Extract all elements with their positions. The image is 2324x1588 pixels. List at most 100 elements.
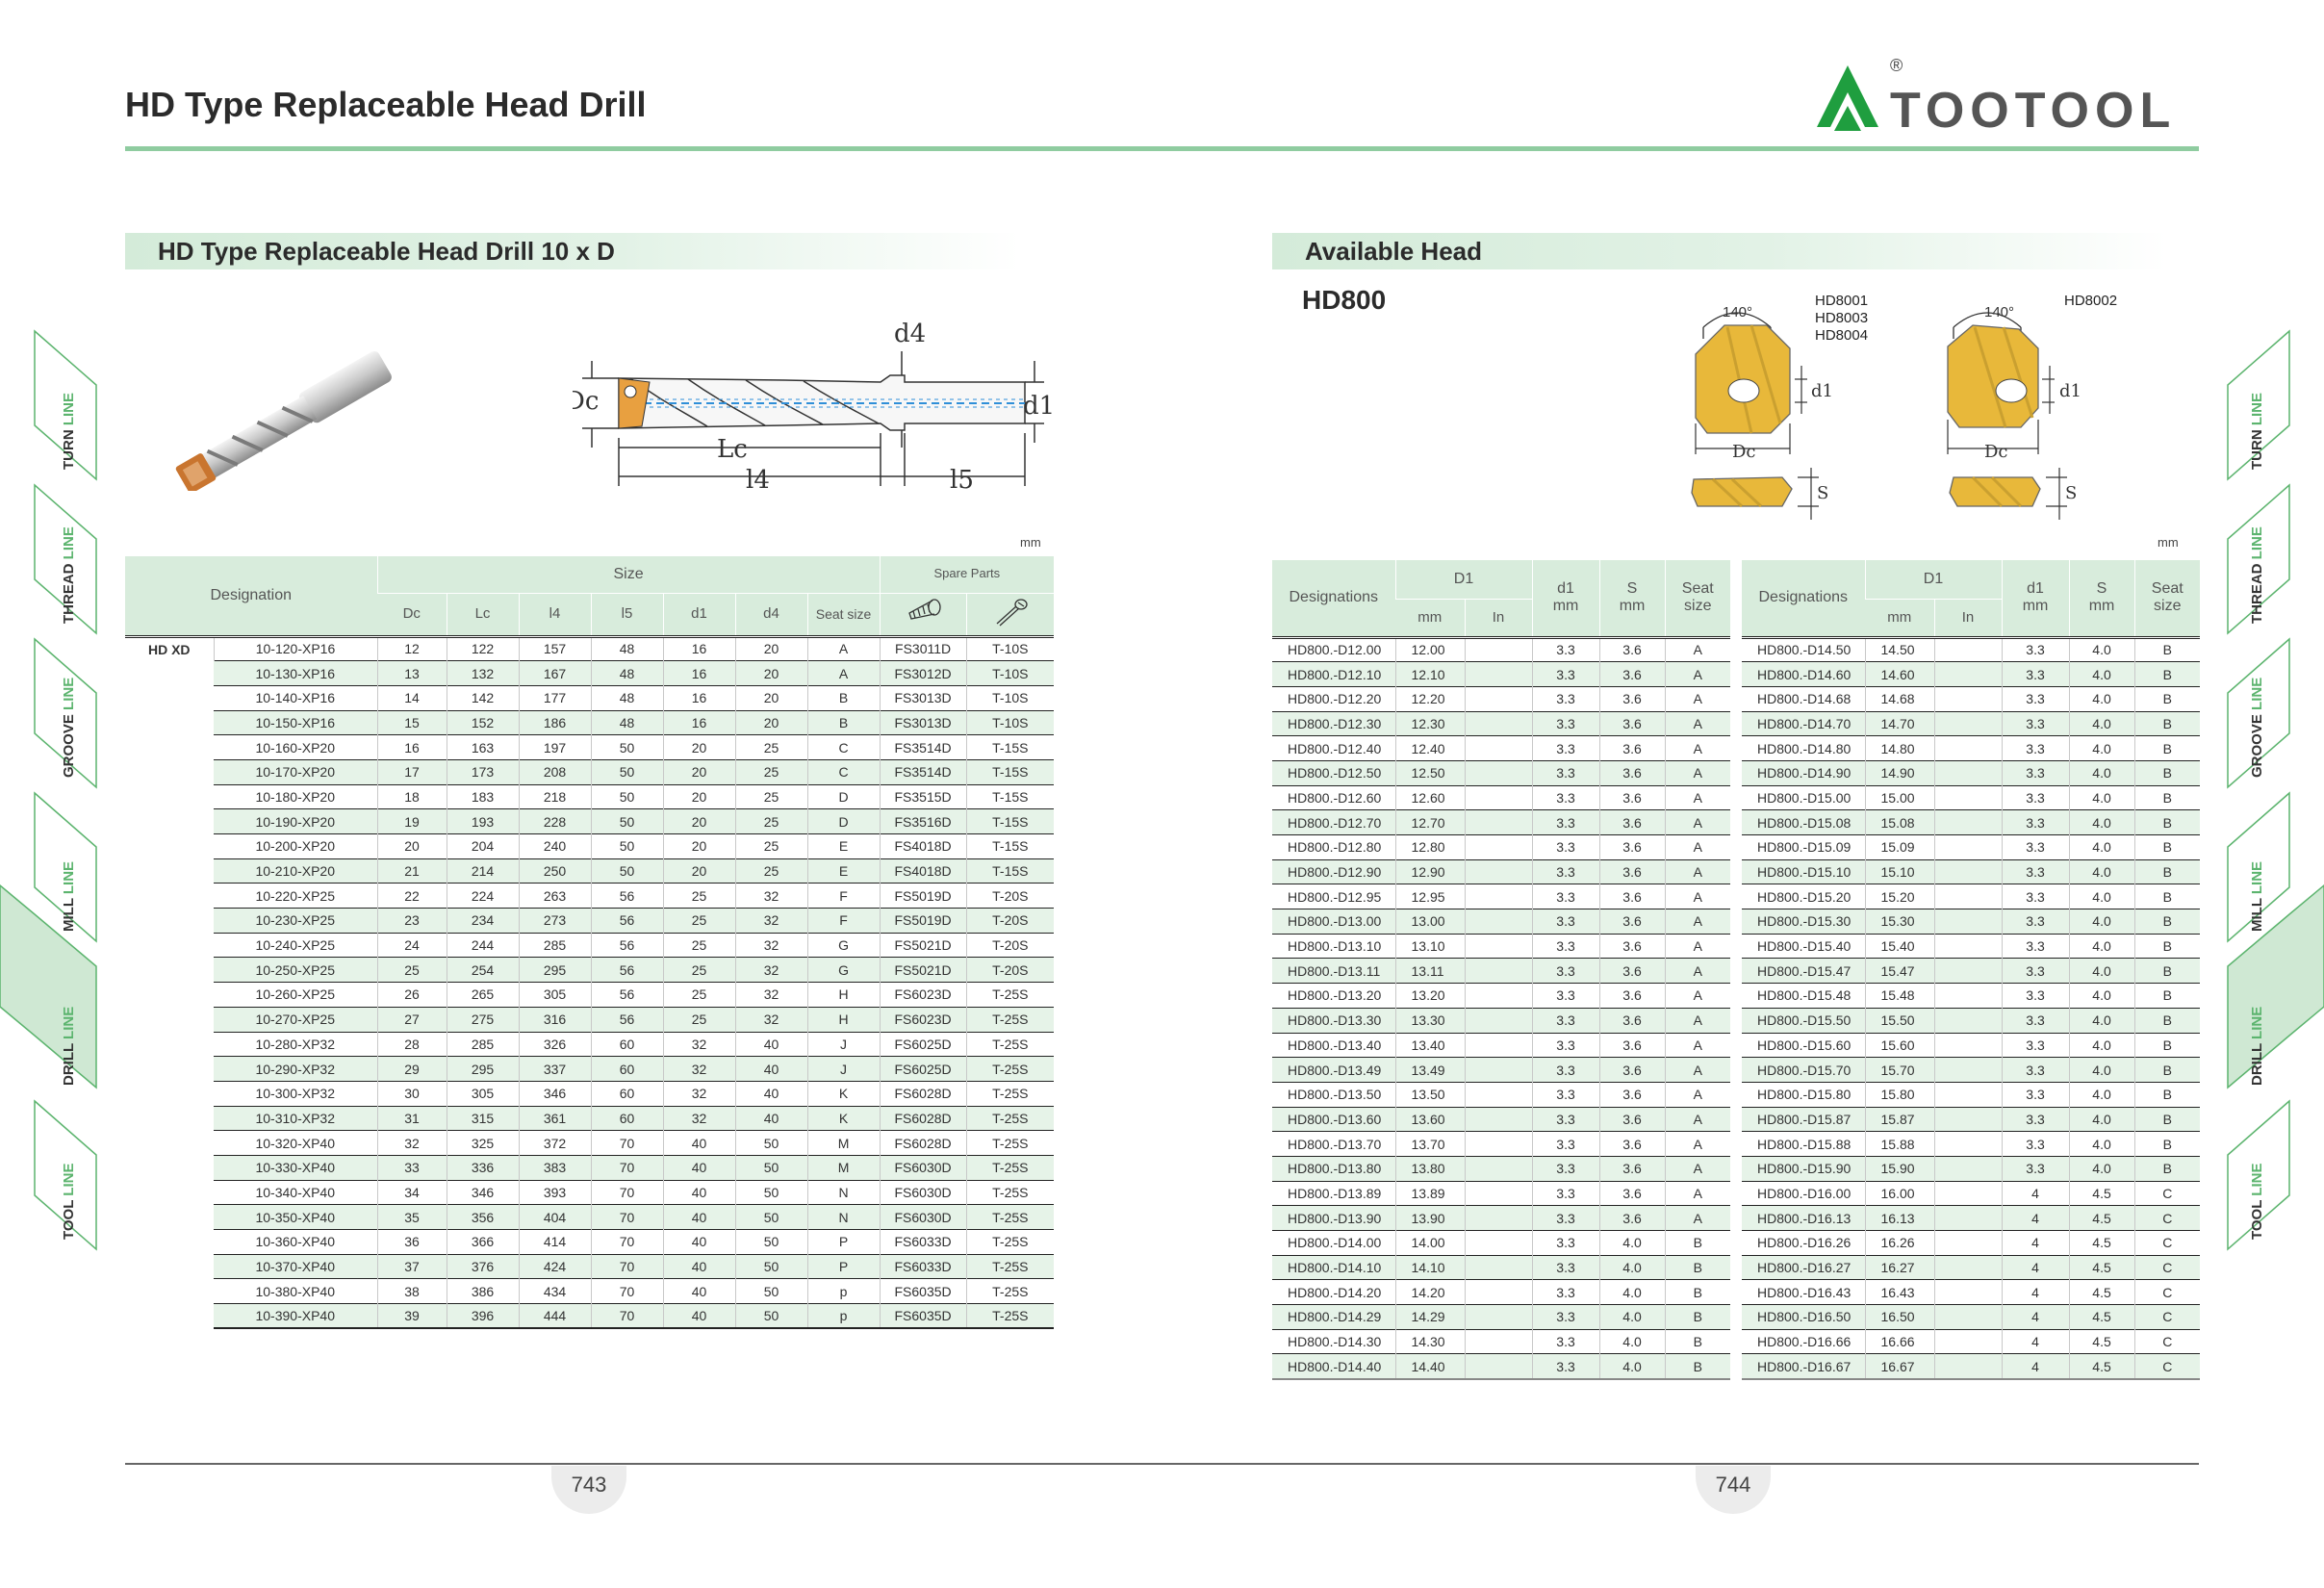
right-tab-drill[interactable]: DRILL LINE (2249, 1007, 2265, 1086)
table-cell: 4.0 (2068, 1057, 2135, 1083)
table-cell: A (1664, 884, 1731, 909)
left-tab-mill[interactable]: MILL LINE (61, 861, 77, 932)
table-cell: 56 (590, 1006, 663, 1032)
table-cell: B (2133, 1106, 2201, 1132)
table-cell (1464, 1106, 1533, 1132)
tab-word: DRILL (2249, 1043, 2265, 1086)
right-tab-strip (2227, 329, 2324, 1251)
table-cell: HD800.-D16.00 (1742, 1180, 1865, 1206)
right-tab-mill[interactable]: MILL LINE (2249, 861, 2265, 932)
table-cell: 32 (734, 908, 807, 934)
table-cell: D (806, 783, 881, 809)
table-cell: A (1664, 635, 1731, 662)
table-cell: 10-240-XP25 (214, 932, 377, 958)
right-tab-turn[interactable]: TURN LINE (2249, 393, 2265, 470)
table-cell: 3.6 (1598, 759, 1666, 786)
table-cell (1464, 661, 1533, 687)
table-cell: 48 (590, 634, 663, 661)
table-cell: 244 (446, 932, 519, 958)
left-tab-thread[interactable]: THREAD LINE (61, 526, 77, 624)
table-cell: 14.70 (1864, 710, 1934, 736)
table-cell: 3.6 (1598, 685, 1666, 712)
right-tab-tool[interactable]: TOOL LINE (2249, 1164, 2265, 1240)
table-cell: T-25S (965, 1253, 1055, 1279)
table-cell: HD800.-D15.80 (1742, 1081, 1865, 1108)
table-cell: A (1664, 1131, 1731, 1157)
table-cell: 13.20 (1394, 983, 1465, 1009)
table-cell (1464, 1155, 1533, 1182)
table-cell: 20 (662, 858, 735, 884)
table-cell: HD800.-D14.20 (1272, 1279, 1395, 1305)
table-cell: B (2133, 635, 2201, 662)
table-cell (1464, 1032, 1533, 1058)
table-cell: 3.3 (1531, 809, 1600, 835)
table-cell: F (806, 908, 881, 934)
table-cell: C (2133, 1353, 2201, 1380)
table-cell: 14.68 (1864, 685, 1934, 712)
table-cell: HD800.-D15.88 (1742, 1131, 1865, 1157)
table-cell: 12.95 (1394, 884, 1465, 909)
a-col-designations: Designations (1272, 560, 1395, 637)
table-cell: A (1664, 1032, 1731, 1058)
table-cell: J (806, 1056, 881, 1082)
table-cell: T-10S (965, 684, 1055, 711)
table-cell: 3.3 (1531, 933, 1600, 959)
table-cell: 20 (376, 833, 447, 859)
table-cell: 250 (518, 858, 591, 884)
table-cell: A (1664, 710, 1731, 736)
table-cell: 4.0 (1598, 1353, 1666, 1380)
table-cell: A (1664, 685, 1731, 712)
table-cell: 31 (376, 1105, 447, 1131)
table-cell: HD800.-D14.90 (1742, 759, 1865, 786)
left-tab-tool[interactable]: TOOL LINE (61, 1164, 77, 1240)
right-tab-thread[interactable]: THREAD LINE (2249, 526, 2265, 624)
table-cell: T-20S (965, 883, 1055, 909)
table-cell: 32 (734, 982, 807, 1008)
table-cell: 26 (376, 982, 447, 1008)
table-cell: 3.3 (1531, 1057, 1600, 1083)
left-tab-drill[interactable]: DRILL LINE (61, 1007, 77, 1086)
table-cell: p (806, 1303, 881, 1330)
table-cell: A (1664, 933, 1731, 959)
table-cell: T-25S (965, 1080, 1055, 1107)
left-tab-groove[interactable]: GROOVE LINE (61, 678, 77, 778)
table-cell: 15.60 (1864, 1032, 1934, 1058)
table-cell: 25 (734, 858, 807, 884)
table-cell: B (2133, 933, 2201, 959)
dc-label: Dc (573, 387, 599, 416)
table-cell: 12.50 (1394, 759, 1465, 786)
table-cell: HD800.-D12.95 (1272, 884, 1395, 909)
table-cell: T-25S (965, 1303, 1055, 1330)
table-cell: 3.3 (1531, 1032, 1600, 1058)
table-cell: 3.3 (1531, 784, 1600, 810)
right-tab-groove[interactable]: GROOVE LINE (2249, 678, 2265, 778)
table-cell: B (2133, 685, 2201, 712)
table-cell: FS3515D (879, 783, 967, 809)
table-cell: A (1664, 909, 1731, 935)
table-cell: HD800.-D15.00 (1742, 784, 1865, 810)
left-tab-turn[interactable]: TURN LINE (61, 393, 77, 470)
table-cell (1464, 1304, 1533, 1330)
table-cell: 15.40 (1864, 933, 1934, 959)
table-cell: 16.26 (1864, 1230, 1934, 1256)
table-cell: HD800.-D16.66 (1742, 1328, 1865, 1354)
table-cell: 4.0 (2068, 834, 2135, 860)
table-cell: T-25S (965, 1154, 1055, 1181)
table-cell: 20 (734, 709, 807, 735)
table-cell: 23 (376, 908, 447, 934)
table-cell: HD800.-D13.90 (1272, 1205, 1395, 1231)
table-cell: 10-200-XP20 (214, 833, 377, 859)
table-cell: H (806, 1006, 881, 1032)
table-cell: 50 (590, 858, 663, 884)
table-cell: T-25S (965, 1031, 1055, 1057)
table-cell: FS6033D (879, 1253, 967, 1279)
table-cell: 10-320-XP40 (214, 1130, 377, 1156)
